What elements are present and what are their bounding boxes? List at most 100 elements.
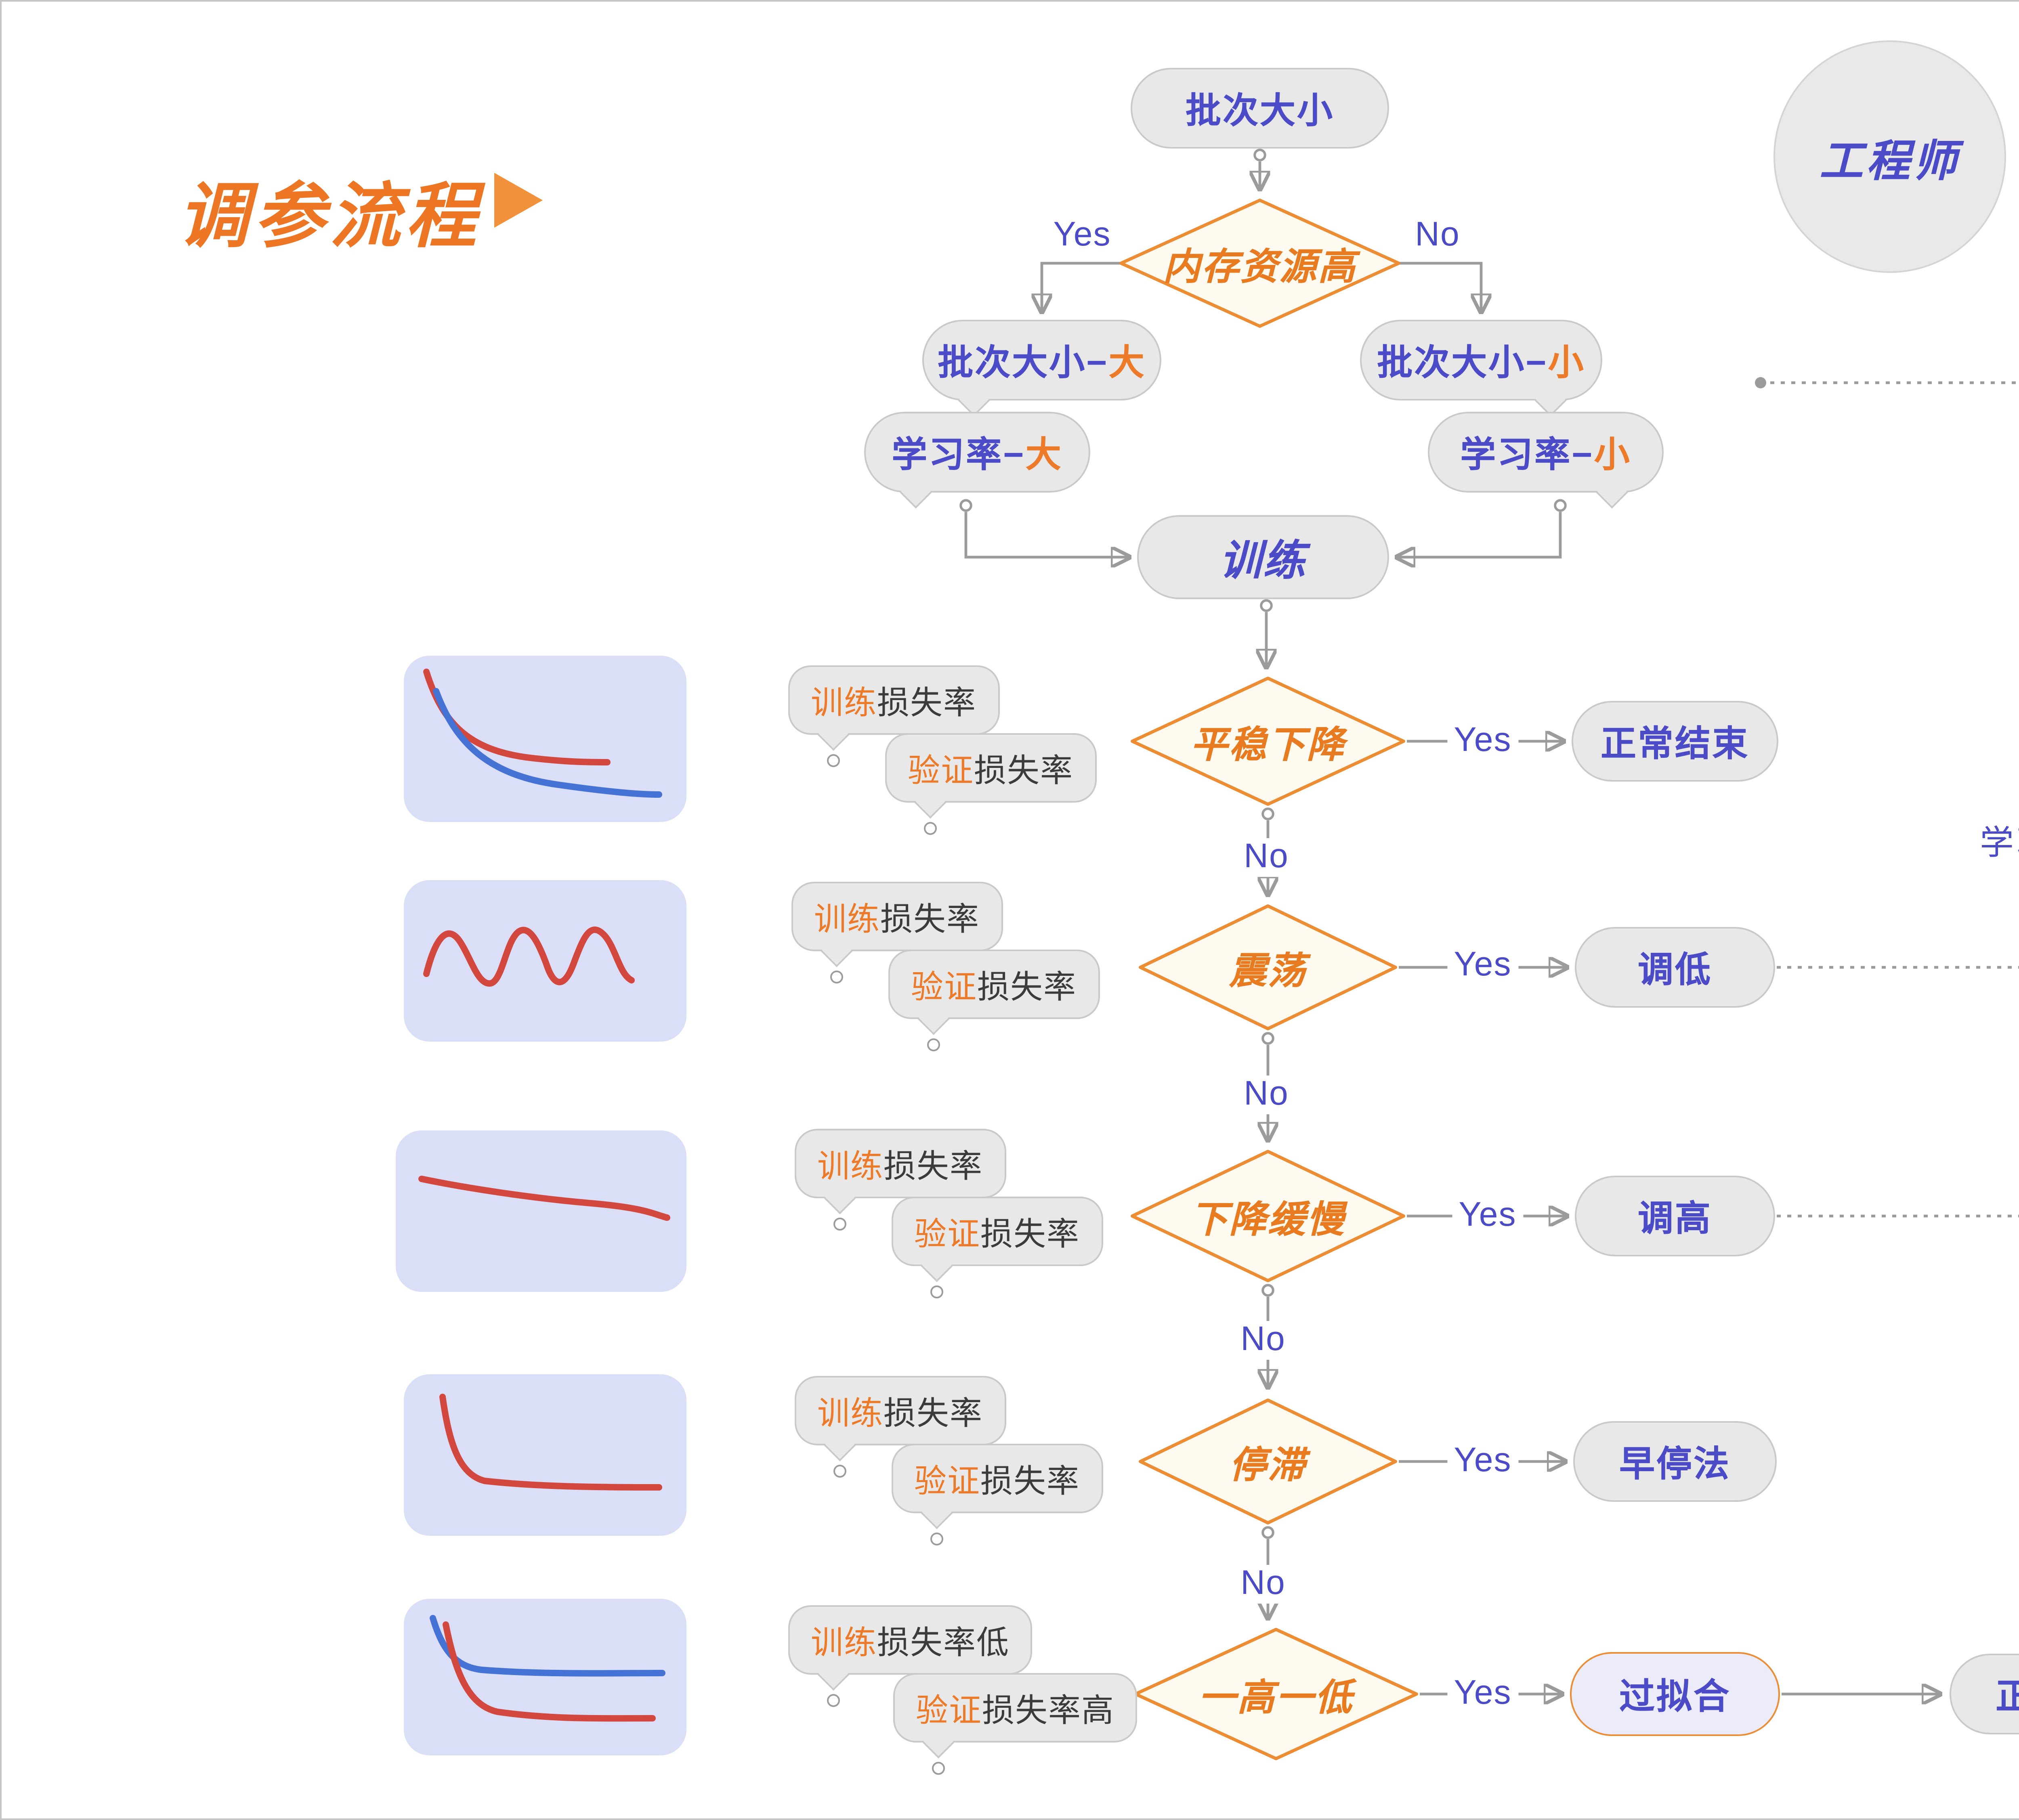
yes-label-high-low: Yes [1447,1675,1518,1713]
callout-prefix: 训练 [817,1150,884,1185]
diamond-shape [1134,1628,1418,1760]
callout-rest: 损失率 [884,1397,983,1432]
decision-memory-high-label: 内存资源高 [1163,245,1357,287]
node-overfitting: 过拟合 [1570,1652,1780,1736]
diamond-shape [1139,1399,1397,1524]
node-learning-rate-large: 学习率−大 [864,412,1090,509]
node-normal-end-label: 正常结束 [1600,723,1749,764]
node-learning-rate-small-accent: 小 [1594,434,1631,475]
decision-stall: 停滞 [1137,1397,1399,1526]
loss-curve-oscillation-icon [423,927,635,987]
decision-steady-decline: 平稳下降 [1129,675,1407,807]
callout-train-loss-2: 训练损失率 [791,882,1002,983]
node-regularization-label: 正则化 [1996,1668,2019,1720]
no-label-slow: No [1234,1321,1292,1360]
callout-prefix: 验证 [914,1465,980,1500]
callout-val-loss-4: 验证损失率 [892,1444,1102,1545]
engineer-label: 工程师 [1820,136,1960,185]
callout-rest: 损失率 [880,903,980,938]
callout-prefix: 验证 [914,1218,980,1253]
node-raise-lr-label: 调高 [1637,1198,1712,1239]
callout-tail-dot [927,1038,940,1051]
callout-val-loss-3: 验证损失率 [892,1197,1102,1298]
decision-slow-decline-label: 下降缓慢 [1190,1198,1345,1240]
node-early-stopping-label: 早停法 [1619,1444,1731,1484]
callout-rest: 损失率 [980,1218,1080,1253]
yes-label-stall: Yes [1447,1442,1518,1481]
callout-tail-dot [830,971,843,983]
callout-tail-dot [833,1218,846,1231]
diamond-shape [1119,199,1400,328]
callout-prefix: 验证 [908,754,974,790]
decision-high-low: 一高一低 [1132,1626,1420,1762]
callout-tail-dot [930,1285,943,1298]
node-batch-size-small: 批次大小−小 [1360,320,1602,417]
callout-prefix: 训练 [817,1397,884,1432]
callout-rest: 损失率低 [877,1626,1010,1662]
node-learning-rate-small-text: 学习率− [1460,434,1594,475]
yes-label-slow: Yes [1452,1197,1523,1235]
node-overfitting-label: 过拟合 [1619,1676,1731,1717]
callout-tail-dot [930,1533,943,1545]
node-batch-size-large-accent: 大 [1108,342,1146,383]
callout-tail-dot [833,1465,846,1478]
node-batch-size-large: 批次大小−大 [922,320,1161,417]
callout-val-loss-1: 验证损失率 [885,733,1096,835]
callout-rest: 损失率 [980,1465,1080,1500]
node-raise-lr: 调高 [1575,1176,1775,1256]
node-batch-size-large-text: 批次大小− [938,342,1109,383]
callout-train-loss-3: 训练损失率 [795,1129,1005,1231]
decision-stall-label: 停滞 [1229,1444,1307,1486]
callout-rest: 损失率 [977,971,1077,1006]
diamond-shape [1139,904,1397,1030]
callout-rest: 损失率 [884,1150,983,1185]
decision-oscillation-label: 震荡 [1229,950,1307,992]
loss-curves-decline-icon [423,669,662,798]
decision-oscillation: 震荡 [1137,903,1399,1032]
node-learning-rate-small: 学习率−小 [1428,412,1664,509]
callout-val-loss-2: 验证损失率 [888,950,1099,1051]
node-batch-size-label: 批次大小 [1185,90,1334,131]
loss-curve-slow-decline-icon [418,1176,670,1221]
callout-rest: 损失率 [877,686,976,722]
chart-overfit-gap [404,1599,686,1755]
callout-rest: 损失率高 [982,1694,1114,1730]
callout-prefix: 训练 [811,686,877,722]
node-train: 训练 [1137,515,1389,599]
yes-label-oscillation: Yes [1447,946,1518,985]
decision-slow-decline: 下降缓慢 [1129,1148,1407,1284]
chart-stall [404,1374,686,1536]
callout-prefix: 验证 [916,1694,982,1730]
connector-start-dots [959,149,1567,1539]
node-lower-lr: 调低 [1575,927,1775,1008]
engineer-circle: 工程师 [1773,40,2006,273]
play-triangle-icon [494,173,543,228]
callout-train-loss-4: 训练损失率 [795,1376,1005,1478]
page-title: 调参流程 [178,178,481,257]
loss-curves-overfit-icon [430,1615,665,1722]
node-train-label: 训练 [1219,535,1307,584]
callout-tail-dot [827,754,840,767]
yes-label-memory: Yes [1047,216,1118,255]
node-lower-lr-label: 调低 [1637,950,1712,990]
decision-high-low-label: 一高一低 [1198,1676,1354,1718]
node-learning-rate-large-accent: 大 [1025,434,1063,475]
chart-oscillation [404,880,686,1042]
no-label-memory: No [1408,216,1467,255]
no-label-oscillation: No [1237,1076,1295,1114]
decision-memory-high: 内存资源高 [1118,197,1402,329]
diamond-shape [1131,1150,1405,1282]
callout-tail-dot [932,1762,945,1775]
node-batch-size-small-accent: 小 [1548,342,1585,383]
node-early-stopping: 早停法 [1573,1421,1777,1502]
callout-train-loss-low: 训练损失率低 [788,1605,1032,1707]
callout-tail-dot [924,822,937,835]
callout-rest: 损失率 [974,754,1073,790]
yes-label-steady: Yes [1447,722,1518,761]
diamond-shape [1131,677,1405,806]
callout-train-loss-1: 训练损失率 [788,665,999,767]
node-regularization: 正则化 [1950,1654,2019,1734]
callout-prefix: 训练 [814,903,880,938]
